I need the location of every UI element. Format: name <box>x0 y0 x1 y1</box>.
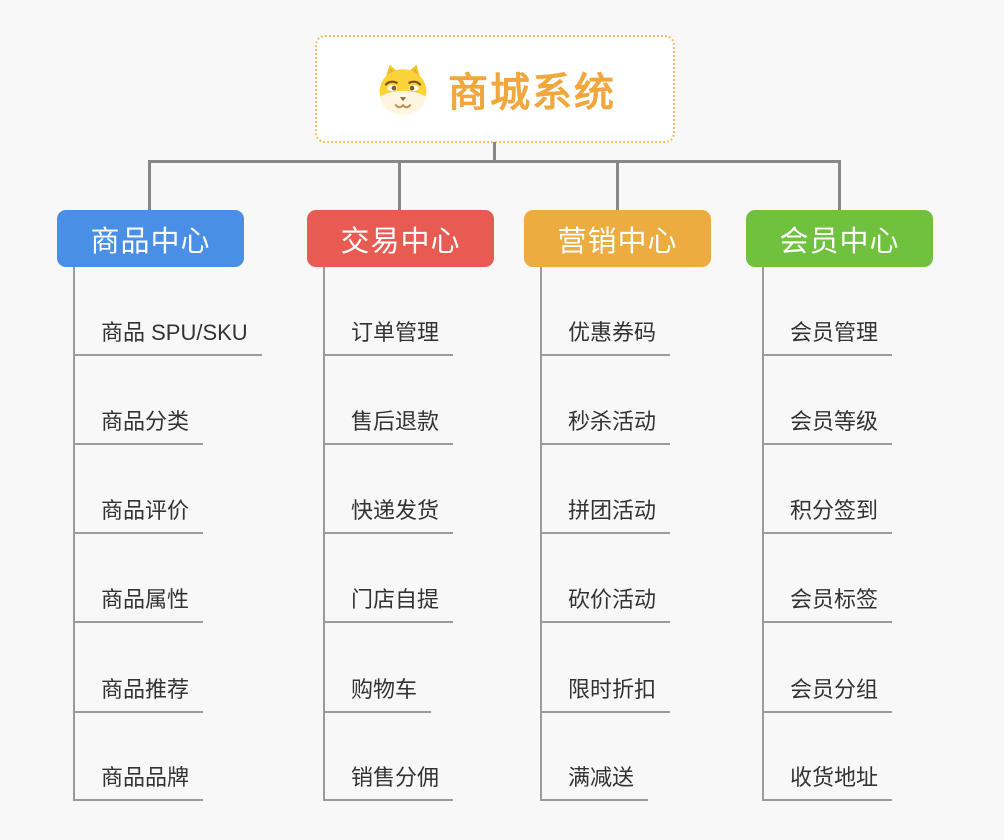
leaf-node[interactable]: 秒杀活动 <box>540 404 671 445</box>
leaf-node[interactable]: 拼团活动 <box>540 493 671 534</box>
leaf-node[interactable]: 售后退款 <box>323 404 454 445</box>
connector-stub-branch-products <box>148 160 151 210</box>
branch-node-trade-center[interactable]: 交易中心 <box>307 210 494 267</box>
leaf-node[interactable]: 销售分佣 <box>323 760 454 801</box>
connector-horizontal-bar <box>149 160 841 163</box>
branch-node-member-center[interactable]: 会员中心 <box>746 210 933 267</box>
leaf-node[interactable]: 会员分组 <box>762 672 893 713</box>
leaf-node[interactable]: 积分签到 <box>762 493 893 534</box>
connector-stub-branch-trade <box>398 160 401 210</box>
connector-stub-branch-members <box>838 160 841 210</box>
leaf-node[interactable]: 商品属性 <box>73 582 204 623</box>
branch-node-marketing-center[interactable]: 营销中心 <box>524 210 711 267</box>
leaf-node[interactable]: 快递发货 <box>323 493 454 534</box>
leaf-node[interactable]: 砍价活动 <box>540 582 671 623</box>
leaf-node[interactable]: 商品评价 <box>73 493 204 534</box>
branch-column-member-center: 会员管理 会员等级 积分签到 会员标签 会员分组 收货地址 <box>762 267 893 801</box>
leaf-node[interactable]: 会员等级 <box>762 404 893 445</box>
leaf-node[interactable]: 满减送 <box>540 760 649 801</box>
branch-column-trade-center: 订单管理 售后退款 快递发货 门店自提 购物车 销售分佣 <box>323 267 454 801</box>
branch-column-product-center: 商品 SPU/SKU 商品分类 商品评价 商品属性 商品推荐 商品品牌 <box>73 267 262 801</box>
shiba-dog-face-icon <box>379 64 427 115</box>
leaf-node[interactable]: 订单管理 <box>323 315 454 356</box>
leaf-node[interactable]: 商品 SPU/SKU <box>73 315 262 356</box>
connector-root-stub <box>493 142 496 162</box>
leaf-node[interactable]: 门店自提 <box>323 582 454 623</box>
leaf-node[interactable]: 会员标签 <box>762 582 893 623</box>
leaf-node[interactable]: 收货地址 <box>762 760 893 801</box>
leaf-node[interactable]: 商品推荐 <box>73 672 204 713</box>
leaf-node[interactable]: 购物车 <box>323 672 432 713</box>
leaf-node[interactable]: 优惠券码 <box>540 315 671 356</box>
leaf-node[interactable]: 限时折扣 <box>540 672 671 713</box>
leaf-node[interactable]: 会员管理 <box>762 315 893 356</box>
root-node-label: 商城系统 <box>448 71 616 115</box>
leaf-node[interactable]: 商品分类 <box>73 404 204 445</box>
branch-column-marketing-center: 优惠券码 秒杀活动 拼团活动 砍价活动 限时折扣 满减送 <box>540 267 671 801</box>
connector-stub-branch-marketing <box>616 160 619 210</box>
leaf-node[interactable]: 商品品牌 <box>73 760 204 801</box>
root-node-mall-system[interactable]: 商城系统 <box>315 35 675 143</box>
branch-node-product-center[interactable]: 商品中心 <box>57 210 244 267</box>
